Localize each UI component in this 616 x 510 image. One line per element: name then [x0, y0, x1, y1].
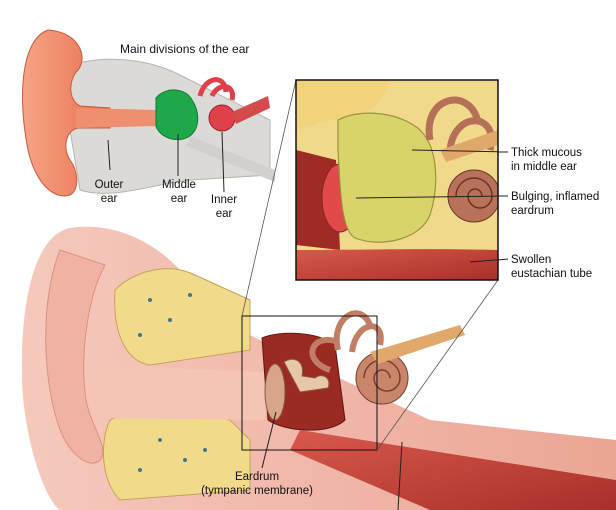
- large-ear-diagram: [21, 79, 616, 510]
- swollen-eustachian-tube-label: Swollen eustachian tube: [511, 254, 593, 280]
- ear-canal-small: [76, 108, 158, 128]
- outer-ear-small: [22, 29, 111, 197]
- zoom-box: [241, 315, 378, 451]
- pinna-fold: [45, 249, 106, 464]
- inner-ear-small: [197, 77, 270, 132]
- thick-mucous-label: Thick mucous in middle ear: [511, 147, 582, 173]
- inner-ear-label: Inner ear: [210, 194, 238, 220]
- temporal-bone-upper: [114, 268, 251, 366]
- bulging-eardrum-label: Bulging, inflamed eardrum: [511, 191, 600, 217]
- eardrum-label: Eardrum (tympanic membrane): [201, 471, 313, 497]
- diagram-title: Main divisions of the ear: [120, 42, 250, 56]
- inset-eustachian-tube: [296, 249, 498, 280]
- middle-ear-label: Middle ear: [162, 179, 196, 205]
- bone-texture: [138, 293, 207, 472]
- middle-ear-small: [155, 89, 199, 141]
- eustachian-tube-small: [186, 136, 275, 182]
- ear-canal: [95, 365, 265, 420]
- ossicles: [283, 358, 330, 393]
- auditory-nerve: [370, 325, 465, 364]
- inset-frame: [295, 79, 499, 281]
- inset-mucous: [337, 112, 437, 243]
- outer-ear-label: Outer ear: [94, 179, 124, 205]
- small-ear-diagram: [22, 29, 275, 197]
- inset-middle-ear: [296, 80, 498, 280]
- eardrum: [264, 363, 286, 421]
